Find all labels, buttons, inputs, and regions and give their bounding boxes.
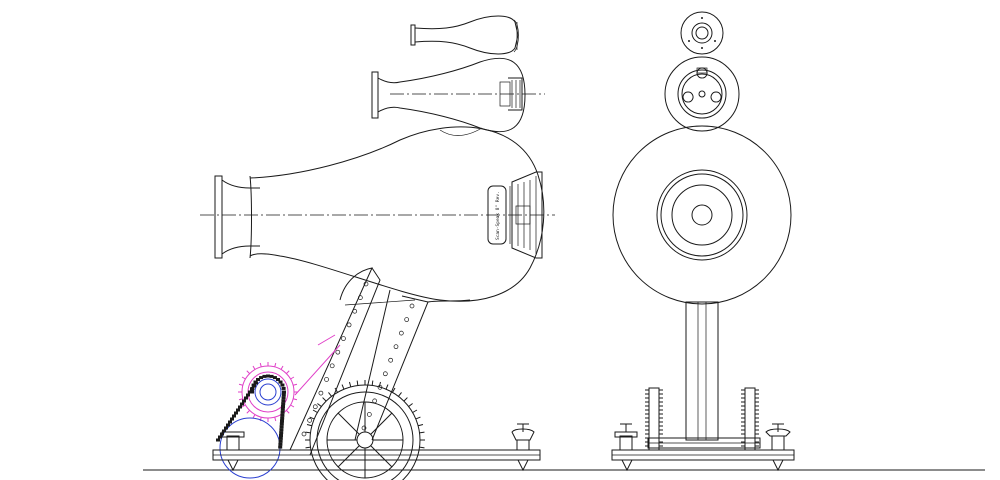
midrange-horn-side xyxy=(371,57,545,136)
base-plate-front xyxy=(611,449,795,461)
side-view: Scan-Speak 8" Rev. xyxy=(200,15,555,480)
driver-label: Scan-Speak 8" Rev. xyxy=(495,191,501,240)
bass-sphere-front xyxy=(612,125,792,305)
truss-stand-side xyxy=(289,267,471,456)
drive-chain xyxy=(216,374,286,449)
leveling-feet-side xyxy=(221,423,535,472)
front-view xyxy=(611,11,795,472)
bass-horn-side: Scan-Speak 8" Rev. xyxy=(200,126,555,302)
driver-label-plate xyxy=(487,185,507,245)
tweeter-front xyxy=(680,11,724,55)
tweeter-horn-side xyxy=(410,15,519,55)
main-gear-wheel xyxy=(305,380,425,480)
truss-rivets-left xyxy=(301,281,369,437)
base-plate-side xyxy=(212,449,541,461)
leveling-feet-front xyxy=(614,423,791,472)
gear-racks-front xyxy=(645,387,759,451)
midrange-front xyxy=(664,56,740,132)
truss-rivets-right xyxy=(361,303,415,431)
column-stand-front xyxy=(647,301,761,449)
